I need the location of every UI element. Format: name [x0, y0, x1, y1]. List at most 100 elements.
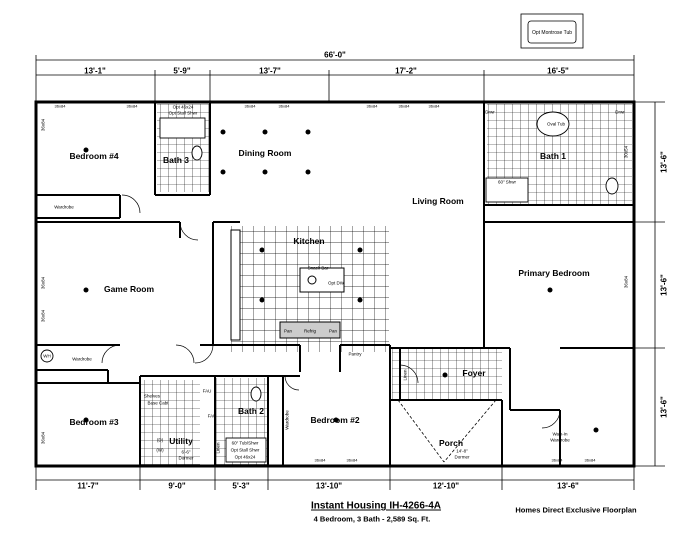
utility-tile — [140, 380, 200, 466]
dim-top-3: 13'-7" — [259, 66, 281, 76]
dimension-lines — [35, 55, 665, 490]
note-coats: Linen — [402, 369, 408, 381]
toilet-icon — [605, 177, 619, 195]
room-label-bedroom3: Bedroom #3 — [69, 417, 119, 427]
note-drwr-2: Drwr — [615, 109, 625, 115]
plan-title: Instant Housing IH-4266-4A — [310, 500, 442, 512]
interior-walls — [36, 102, 634, 466]
note-base-cabt: Base Cabt — [147, 400, 169, 406]
window-size: 36x84 — [40, 309, 46, 323]
dim-top-5: 16'-5" — [547, 66, 569, 76]
note-utility-dormer-size: 6'-6" — [181, 449, 191, 455]
note-snack-bar: Snack Bar — [307, 265, 329, 271]
room-label-utility: Utility — [169, 436, 193, 446]
room-label-bedroom4: Bedroom #4 — [69, 151, 119, 161]
note-utility-dormer: Dormer — [178, 455, 194, 461]
dim-right-3: 13'-6" — [659, 396, 669, 418]
window-size: 36x84 — [623, 275, 629, 289]
note-wh: WH — [43, 353, 51, 359]
plan-subtitle: 4 Bedroom, 3 Bath - 2,589 Sq. Ft. — [313, 514, 431, 524]
note-pan-2: Pan — [328, 328, 338, 334]
note-porch-dormer-size: 14'-8" — [456, 448, 468, 454]
dim-bottom-6: 13'-6" — [557, 481, 579, 491]
note-walk-in-wardrobe: Wardrobe — [550, 437, 570, 443]
note-60-shwr: 60" Shwr — [497, 179, 517, 185]
window-size: 36x84 — [398, 103, 410, 109]
porch-outline — [397, 399, 497, 463]
window-size: 36x84 — [40, 431, 46, 445]
light-fixtures — [83, 129, 599, 433]
room-label-porch: Porch — [438, 438, 464, 448]
note-porch-dormer: Dormer — [454, 454, 470, 460]
note-opt-46x24-bath2: Opt 46x24 — [234, 454, 256, 460]
room-label-kitchen: Kitchen — [293, 236, 325, 246]
toilet-icon — [250, 386, 262, 402]
note-walk-in: Walk-In — [552, 431, 568, 437]
window-size: 36x84 — [314, 457, 326, 463]
note-shelves: Shelves — [143, 393, 161, 399]
room-label-living: Living Room — [412, 196, 464, 206]
note-fau-1: FAU — [202, 388, 212, 394]
inset-tub — [520, 13, 584, 49]
sink-icon — [307, 275, 317, 285]
window-size: 36x84 — [278, 103, 290, 109]
note-opt-stall-shwr-bath2: Opt Stall Shwr — [230, 447, 260, 453]
dim-bottom-3: 5'-3" — [232, 481, 250, 491]
note-refrig: Refrig — [303, 328, 317, 334]
bath-fixtures — [40, 111, 619, 463]
dim-right-1: 13'-6" — [659, 151, 669, 173]
room-label-foyer: Foyer — [462, 368, 486, 378]
water-heater-icon — [40, 349, 54, 363]
note-dryer: (D) — [156, 437, 164, 443]
kitchen-fixtures — [230, 229, 345, 341]
note-pan-1: Pan — [283, 328, 293, 334]
dim-right-2: 13'-6" — [659, 274, 669, 296]
note-drwr-1: Drwr — [485, 109, 495, 115]
note-pantry: Pantry — [348, 351, 362, 357]
window-size: 36x84 — [40, 118, 46, 132]
room-label-bath1: Bath 1 — [540, 151, 566, 161]
dim-bottom-2: 9'-0" — [168, 481, 186, 491]
dim-top-2: 5'-9" — [173, 66, 191, 76]
dim-overall: 66'-0" — [324, 50, 346, 60]
room-label-game: Game Room — [103, 284, 155, 294]
note-wardrobe-1: Wardrobe — [54, 204, 74, 210]
dim-bottom-5: 12'-10" — [432, 481, 460, 491]
door-swings — [101, 194, 561, 429]
note-opt-dw: Opt DW — [327, 280, 345, 286]
window-size: 36x84 — [346, 457, 358, 463]
exclusive-label: Homes Direct Exclusive Floorplan — [515, 505, 637, 515]
window-size: 36x84 — [54, 103, 66, 109]
room-label-dining: Dining Room — [238, 148, 292, 158]
note-opt-46x24-bath3: Opt 46x24 — [172, 104, 194, 110]
room-label-bath3: Bath 3 — [163, 155, 189, 165]
note-opt-stall-shwr-bath3: Opt Stall Shwr — [168, 110, 198, 116]
snack-bar-island — [299, 267, 345, 293]
bath3-tile — [157, 104, 209, 192]
note-oval-tub: Oval Tub — [546, 121, 566, 127]
room-label-bath2: Bath 2 — [238, 406, 264, 416]
note-washer: (W) — [156, 447, 164, 453]
note-wardrobe-2: Wardrobe — [72, 356, 92, 362]
oval-tub-icon — [536, 111, 570, 137]
dim-bottom-4: 13'-10" — [315, 481, 343, 491]
toilet-icon — [191, 145, 203, 161]
note-fau-2: FAU — [207, 413, 217, 419]
window-size: 36x84 — [40, 276, 46, 290]
dim-bottom-1: 11'-7" — [77, 481, 99, 491]
window-size: 36x84 — [428, 103, 440, 109]
note-wardrobe-bed2: Wardrobe — [284, 410, 290, 430]
dim-top-4: 17'-2" — [395, 66, 417, 76]
note-60-tub-shwr: 60" Tub/Shwr — [231, 440, 259, 446]
inset-tub-label: Opt Montrose Tub — [531, 30, 573, 36]
dim-top-1: 13'-1" — [84, 66, 106, 76]
window-size: 30x54 — [623, 145, 629, 159]
window-size: 36x84 — [551, 457, 563, 463]
window-size: 36x84 — [126, 103, 138, 109]
window-size: 36x84 — [584, 457, 596, 463]
window-size: 36x84 — [244, 103, 256, 109]
room-label-bedroom2: Bedroom #2 — [310, 415, 360, 425]
room-label-primary: Primary Bedroom — [518, 268, 590, 278]
window-size: 36x84 — [366, 103, 378, 109]
